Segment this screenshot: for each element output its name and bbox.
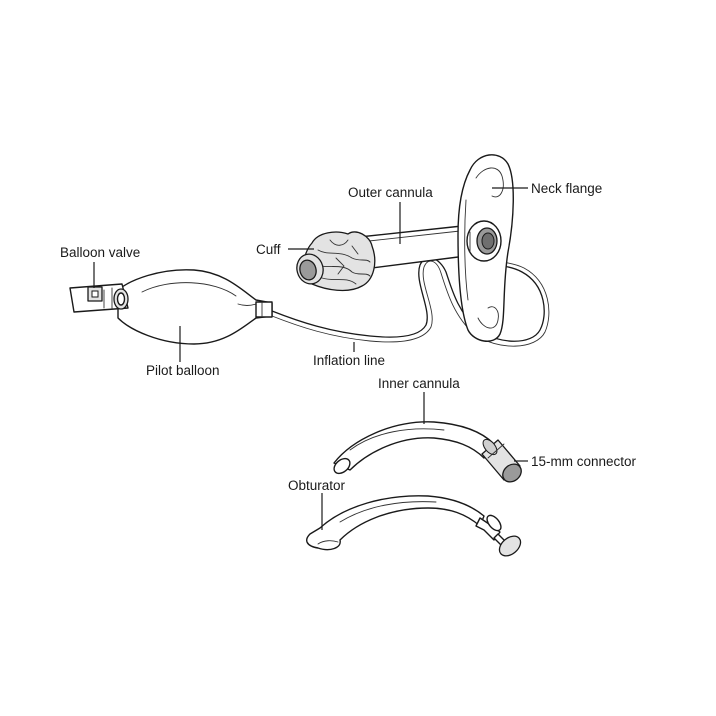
label-pilot-balloon: Pilot balloon [146,363,220,378]
label-cuff: Cuff [256,242,281,257]
inner-cannula [333,421,495,475]
inflation-line [271,257,550,347]
label-neck-flange: Neck flange [531,181,602,196]
connector-15mm [481,438,522,483]
label-obturator: Obturator [288,478,346,493]
label-balloon-valve: Balloon valve [60,245,140,260]
neck-flange [457,154,514,342]
label-15mm-connector: 15-mm connector [531,454,637,469]
outer-cannula-tip [296,253,324,285]
label-outer-cannula: Outer cannula [348,185,433,200]
balloon-valve [69,283,129,313]
labels: Balloon valve Cuff Outer cannula Neck fl… [60,181,637,493]
label-inflation-line: Inflation line [313,353,385,368]
leader-lines [93,187,528,530]
pilot-balloon [117,269,273,345]
obturator [306,495,522,557]
label-inner-cannula: Inner cannula [378,376,460,391]
